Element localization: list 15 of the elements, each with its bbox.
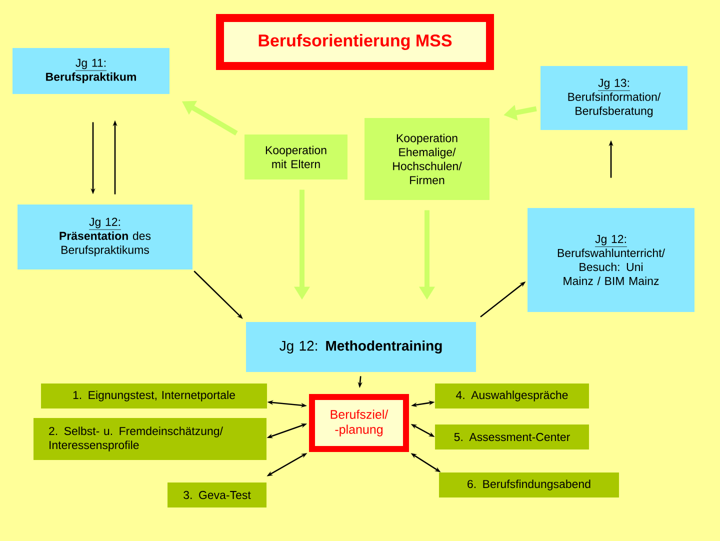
grade-box: Jg 12: Methodentraining (246, 322, 476, 372)
grade-box: Jg 12: Berufswahlunterricht/ Besuch: Uni Mainz / BIM Mainz (528, 208, 694, 312)
goal-box: Berufsziel/ -planung (309, 394, 409, 452)
method-box: 5. Assessment-Center (435, 424, 589, 450)
cooperation-box: Kooperation mit Eltern (244, 134, 348, 180)
method-box: 2. Selbst- u. Fremdeinschätzung/ Interessensprofile (34, 418, 266, 460)
method-box: 6. Berufsfindungsabend (439, 472, 619, 498)
method-box: 1. Eignungstest, Internetportale (41, 384, 267, 408)
grade-box: Jg 13: Berufsinformation/ Berufsberatung (540, 66, 688, 130)
title-box: Berufsorientierung MSS (216, 14, 494, 70)
method-box: 4. Auswahlgespräche (435, 384, 589, 408)
cooperation-box: Kooperation Ehemalige/ Hochschulen/ Firmen (364, 118, 490, 200)
grade-box: Jg 11: Berufspraktikum (12, 48, 170, 94)
method-box: 3. Geva-Test (168, 482, 266, 508)
grade-box: Jg 12: Präsentation des Berufspraktikums (18, 204, 192, 270)
